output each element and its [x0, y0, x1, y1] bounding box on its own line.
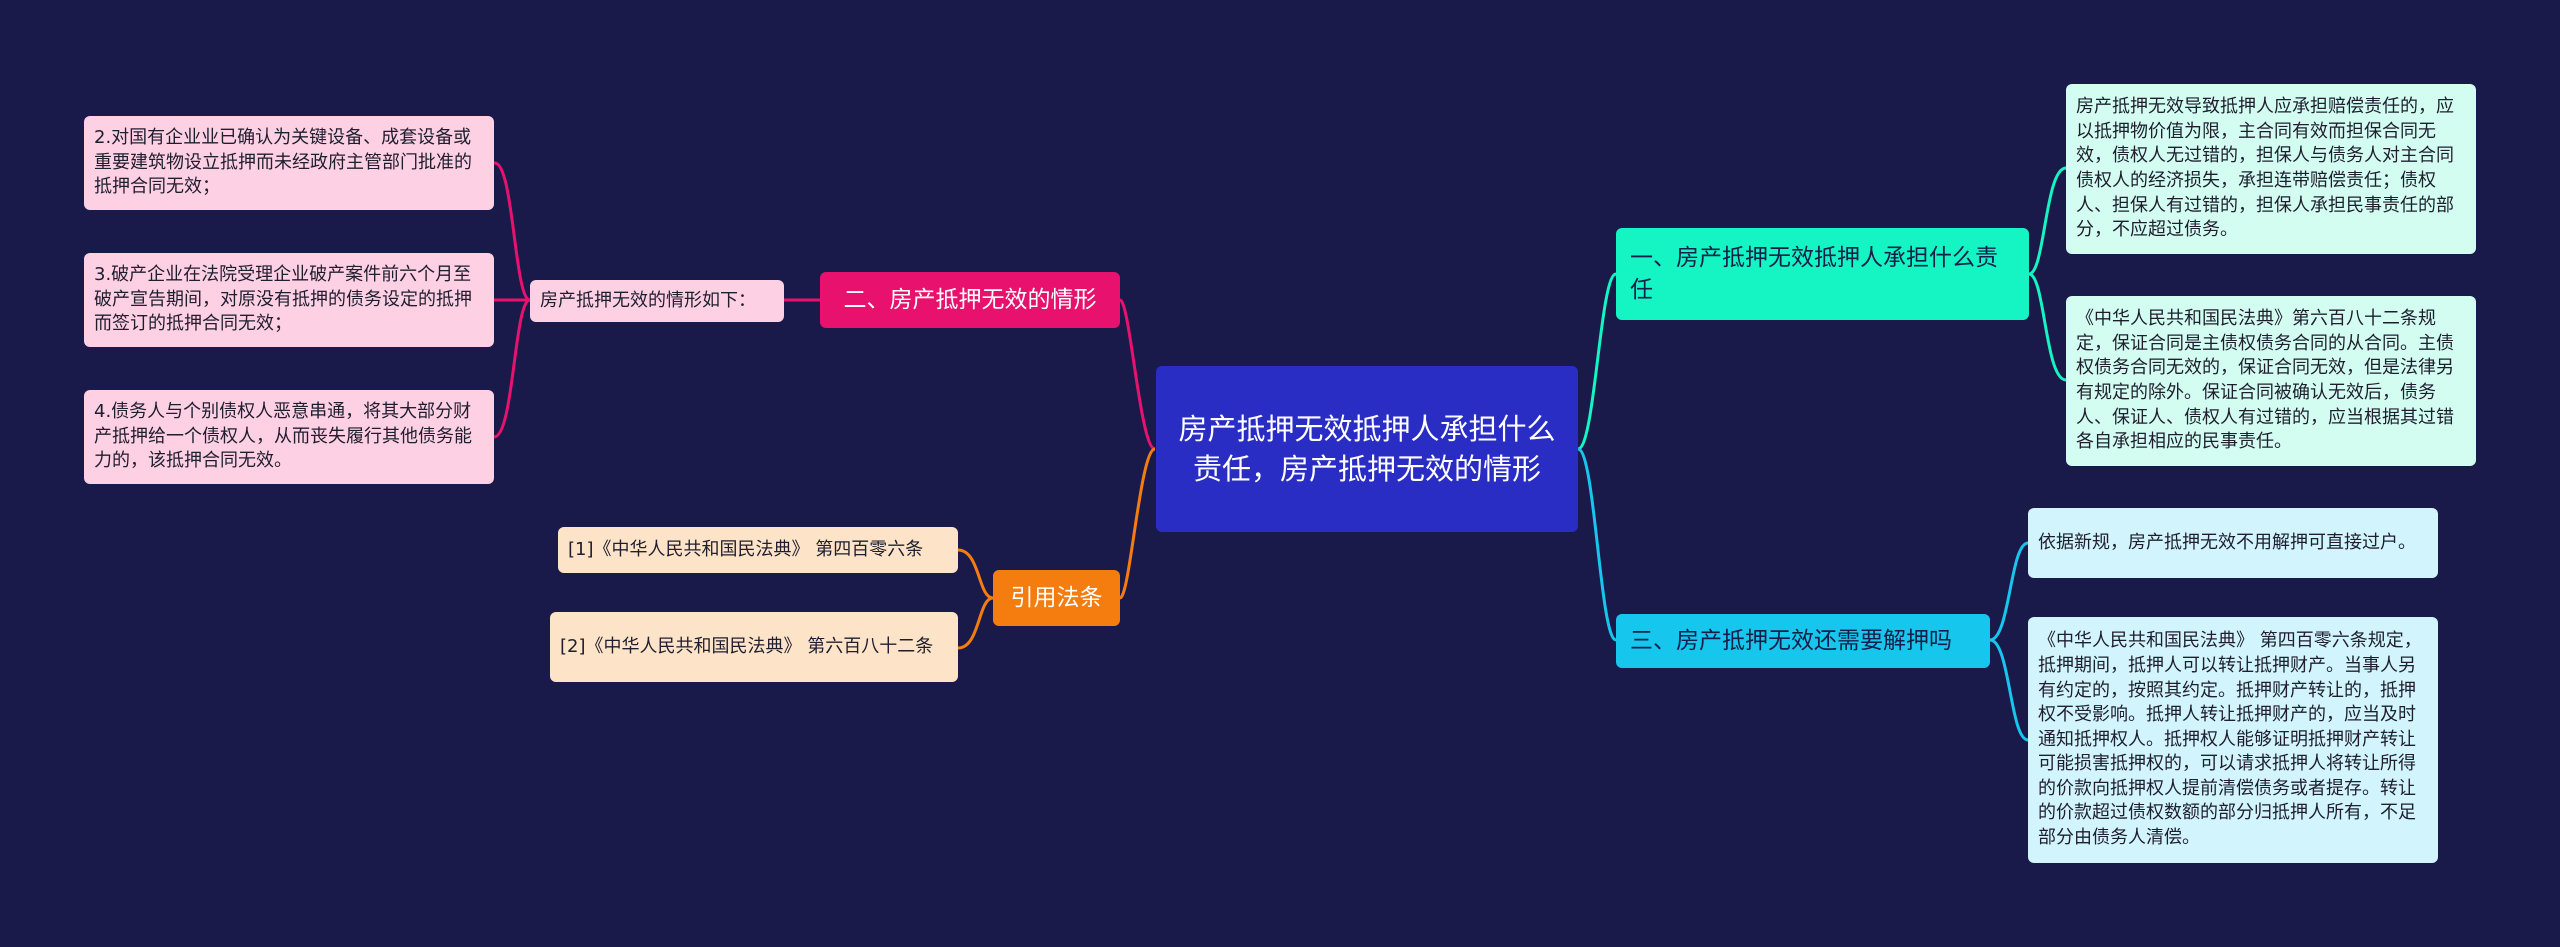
invalid-intro-text: 房产抵押无效的情形如下： — [540, 289, 756, 311]
invalid-item-2[interactable]: 3.破产企业在法院受理企业破产案件前六个月至破产宣告期间，对原没有抵押的债务设定… — [84, 253, 494, 347]
connector-center-release — [1577, 447, 1618, 642]
connector-liability-items — [2028, 166, 2067, 382]
branch-release[interactable]: 三、房产抵押无效还需要解押吗 — [1616, 614, 1990, 668]
connector-cite-items — [957, 548, 994, 650]
connector-release-items — [1989, 541, 2029, 742]
invalid-intro-node[interactable]: 房产抵押无效的情形如下： — [530, 280, 784, 322]
branch-release-label: 三、房产抵押无效还需要解押吗 — [1630, 628, 1952, 654]
release-item-2-text: 《中华人民共和国民法典》 第四百零六条规定，抵押期间，抵押人可以转让抵押财产。当… — [2038, 630, 2422, 849]
release-item-2[interactable]: 《中华人民共和国民法典》 第四百零六条规定，抵押期间，抵押人可以转让抵押财产。当… — [2028, 617, 2438, 863]
release-item-1[interactable]: 依据新规，房产抵押无效不用解押可直接过户。 — [2028, 508, 2438, 578]
connector-center-invalid — [1118, 298, 1156, 451]
invalid-item-3[interactable]: 4.债务人与个别债权人恶意串通，将其大部分财产抵押给一个债权人，从而丧失履行其他… — [84, 390, 494, 484]
cite-item-1-text: [1]《中华人民共和国民法典》 第四百零六条 — [568, 538, 924, 560]
release-item-1-text: 依据新规，房产抵押无效不用解押可直接过户。 — [2038, 531, 2416, 553]
branch-cite-label: 引用法条 — [1010, 585, 1103, 611]
liability-item-2-text: 《中华人民共和国民法典》第六百八十二条规定，保证合同是主债权债务合同的从合同。主… — [2076, 308, 2454, 453]
central-topic[interactable]: 房产抵押无效抵押人承担什么责任，房产抵押无效的情形 — [1156, 366, 1578, 532]
connector-center-cite — [1118, 447, 1156, 600]
branch-cited-law[interactable]: 引用法条 — [993, 570, 1120, 626]
cite-item-2[interactable]: [2]《中华人民共和国民法典》 第六百八十二条 — [550, 612, 958, 682]
branch-invalid-situations[interactable]: 二、房产抵押无效的情形 — [820, 272, 1120, 328]
invalid-item-1-text: 2.对国有企业业已确认为关键设备、成套设备或重要建筑物设立抵押而未经政府主管部门… — [94, 127, 472, 198]
connector-center-liability — [1577, 272, 1617, 451]
branch-invalid-label: 二、房产抵押无效的情形 — [843, 287, 1097, 313]
branch-liability[interactable]: 一、房产抵押无效抵押人承担什么责任 — [1616, 228, 2029, 320]
invalid-item-1[interactable]: 2.对国有企业业已确认为关键设备、成套设备或重要建筑物设立抵押而未经政府主管部门… — [84, 116, 494, 210]
invalid-item-3-text: 4.债务人与个别债权人恶意串通，将其大部分财产抵押给一个债权人，从而丧失履行其他… — [94, 401, 472, 472]
central-topic-label: 房产抵押无效抵押人承担什么责任，房产抵押无效的情形 — [1178, 412, 1556, 486]
cite-item-1[interactable]: [1]《中华人民共和国民法典》 第四百零六条 — [558, 527, 958, 573]
branch-liability-label: 一、房产抵押无效抵押人承担什么责任 — [1630, 245, 1998, 303]
cite-item-2-text: [2]《中华人民共和国民法典》 第六百八十二条 — [560, 635, 934, 657]
invalid-item-2-text: 3.破产企业在法院受理企业破产案件前六个月至破产宣告期间，对原没有抵押的债务设定… — [94, 264, 472, 335]
liability-item-1-text: 房产抵押无效导致抵押人应承担赔偿责任的，应以抵押物价值为限，主合同有效而担保合同… — [2076, 96, 2454, 241]
liability-item-1[interactable]: 房产抵押无效导致抵押人应承担赔偿责任的，应以抵押物价值为限，主合同有效而担保合同… — [2066, 84, 2476, 254]
connector-intro-items — [493, 161, 531, 439]
liability-item-2[interactable]: 《中华人民共和国民法典》第六百八十二条规定，保证合同是主债权债务合同的从合同。主… — [2066, 296, 2476, 466]
